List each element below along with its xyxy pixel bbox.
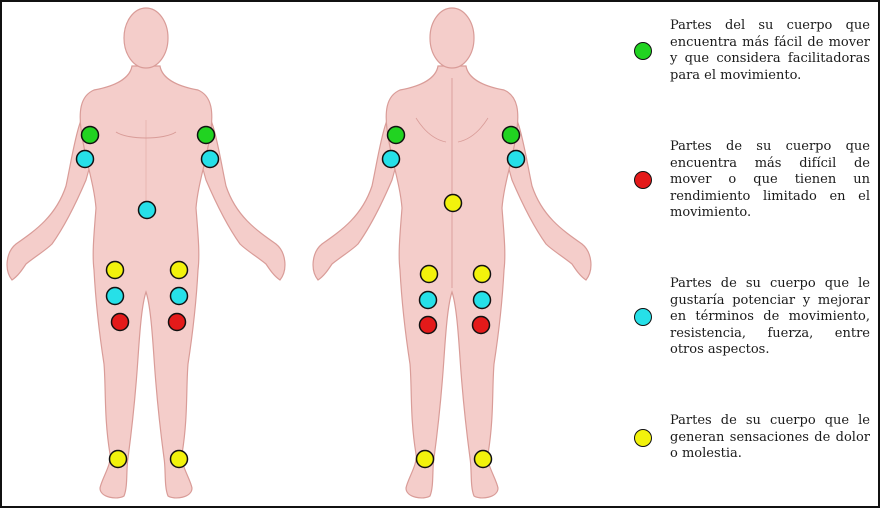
marker-yellow xyxy=(443,193,463,213)
marker-cyan xyxy=(169,286,189,306)
legend-dot-yellow xyxy=(634,428,652,447)
legend-text-red: Partes de su cuerpo que encuentra más di… xyxy=(670,139,870,220)
legend-text-green: Partes del su cuerpo que encuentra más f… xyxy=(670,18,870,83)
marker-red xyxy=(471,315,491,335)
back-body-figure xyxy=(312,7,592,499)
marker-yellow xyxy=(415,449,435,469)
marker-green xyxy=(196,125,216,145)
marker-yellow xyxy=(473,449,493,469)
marker-red xyxy=(110,312,130,332)
front-body-figure xyxy=(6,7,286,499)
marker-yellow xyxy=(472,264,492,284)
marker-cyan xyxy=(472,290,492,310)
legend-dot-cyan xyxy=(634,308,652,327)
marker-yellow xyxy=(169,260,189,280)
legend-item-yellow: Partes de su cuerpo que le generan sensa… xyxy=(632,413,870,463)
back-markers xyxy=(381,125,526,469)
legend-item-green: Partes del su cuerpo que encuentra más f… xyxy=(632,18,870,84)
legend-dot-green xyxy=(634,42,652,60)
marker-green xyxy=(386,125,406,145)
marker-cyan xyxy=(506,149,526,169)
marker-cyan xyxy=(381,149,401,169)
legend-item-red: Partes de su cuerpo que encuentra más di… xyxy=(632,139,870,222)
marker-yellow xyxy=(419,264,439,284)
marker-cyan xyxy=(105,286,125,306)
marker-yellow xyxy=(108,449,128,469)
marker-cyan xyxy=(75,149,95,169)
legend-text-cyan: Partes de su cuerpo que le gustaría pote… xyxy=(670,276,870,357)
marker-cyan xyxy=(418,290,438,310)
marker-yellow xyxy=(105,260,125,280)
marker-green xyxy=(501,125,521,145)
marker-green xyxy=(80,125,100,145)
marker-red xyxy=(167,312,187,332)
marker-cyan xyxy=(137,200,157,220)
legend-dot-red xyxy=(634,171,652,190)
marker-red xyxy=(418,315,438,335)
legend-item-cyan: Partes de su cuerpo que le gustaría pote… xyxy=(632,276,870,359)
front-markers xyxy=(75,125,220,469)
marker-cyan xyxy=(200,149,220,169)
marker-yellow xyxy=(169,449,189,469)
legend-text-yellow: Partes de su cuerpo que le generan sensa… xyxy=(670,413,870,461)
